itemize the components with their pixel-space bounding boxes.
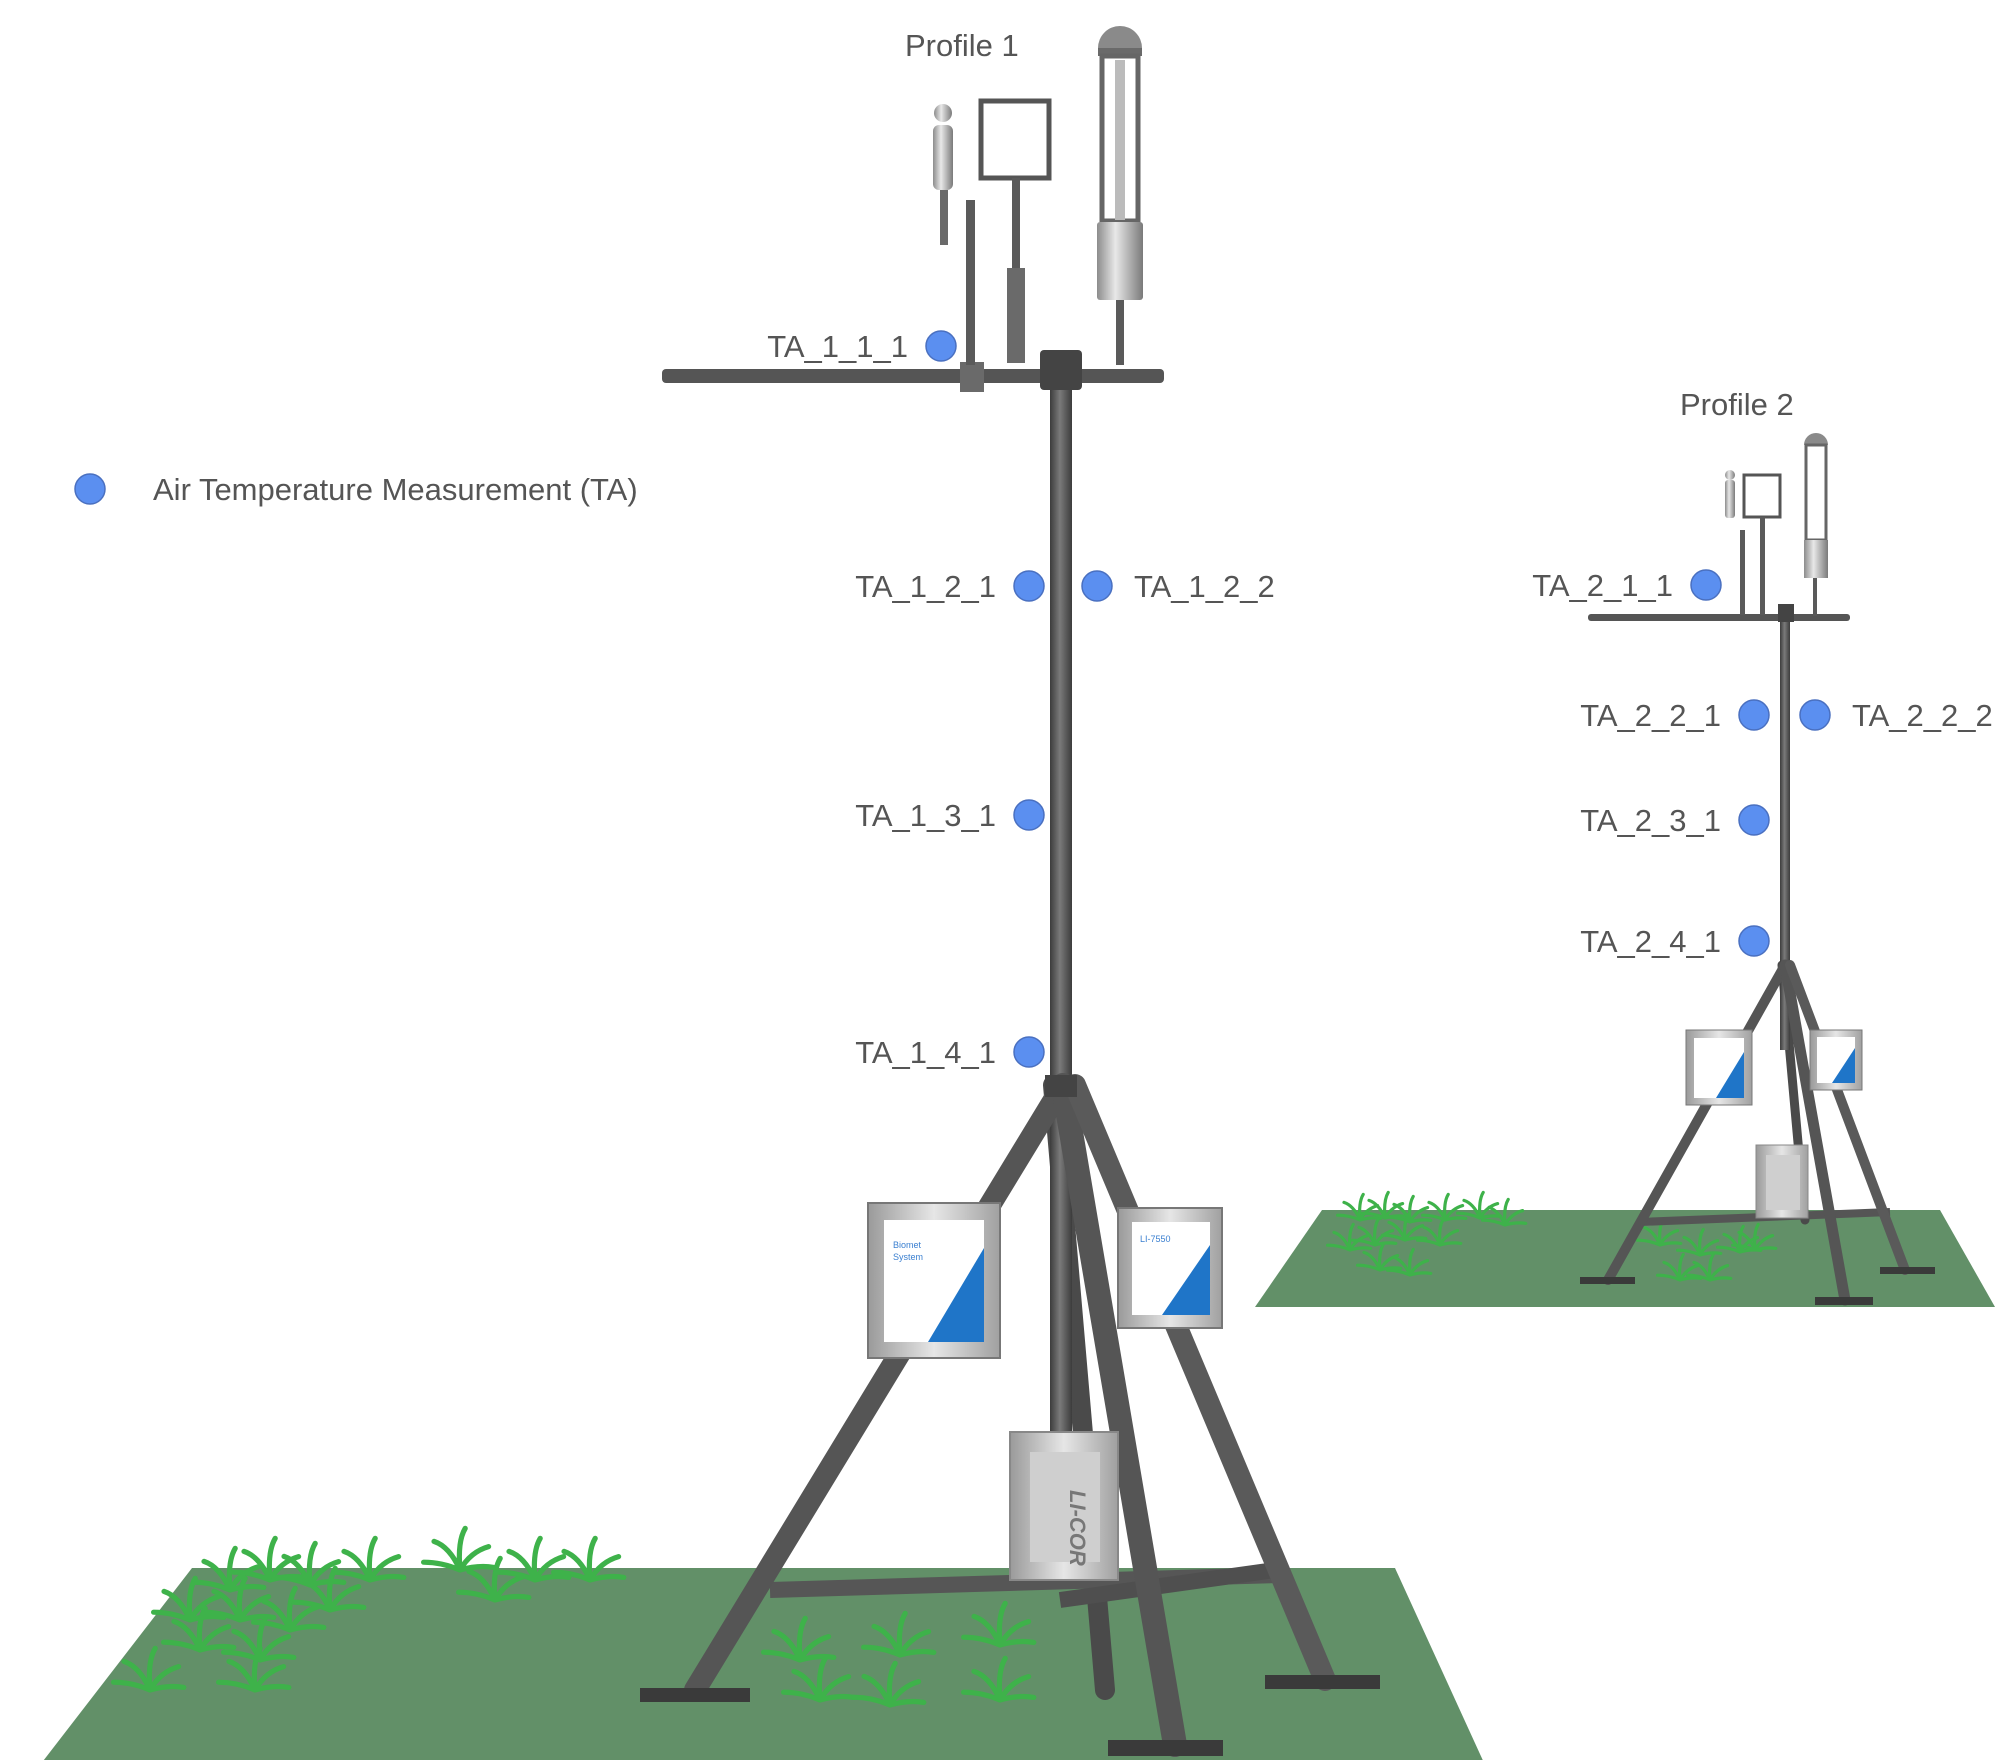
marker-ta_1_3_1 [1013, 799, 1045, 831]
marker-ta_1_1_1 [925, 330, 957, 362]
marker-ta_2_2_1 [1738, 699, 1770, 731]
grass-tuft [456, 1555, 532, 1603]
grass-tuft [961, 1600, 1037, 1648]
label-ta_2_3_1: TA_2_3_1 [1580, 803, 1721, 838]
grass-tuft [496, 1535, 572, 1583]
marker-ta_1_2_1 [1013, 570, 1045, 602]
grass-tuft [1731, 1222, 1778, 1252]
marker-ta_2_4_1 [1738, 925, 1770, 957]
label-ta_2_1_1: TA_2_1_1 [1532, 568, 1673, 603]
marker-ta_2_2_2 [1799, 699, 1831, 731]
grass-tuft [221, 1615, 297, 1663]
grass-tuft [1716, 1224, 1763, 1254]
grass-tuft [1676, 1227, 1723, 1257]
profile-2-title: Profile 2 [1680, 387, 1794, 422]
grass-tuft [1456, 1190, 1503, 1220]
grass-tuft [551, 1535, 627, 1583]
label-ta_1_1_1: TA_1_1_1 [767, 329, 908, 364]
grass-tufts-2 [1326, 1190, 1778, 1282]
marker-ta_1_4_1 [1013, 1036, 1045, 1068]
label-ta_1_2_1: TA_1_2_1 [855, 569, 996, 604]
grass-tuft [161, 1605, 237, 1653]
grass-tuft [1336, 1192, 1383, 1222]
grass-tuft [1686, 1252, 1733, 1282]
grass-tuft [861, 1610, 937, 1658]
marker-ta_2_1_1 [1690, 569, 1722, 601]
grass-tuft [201, 1575, 277, 1623]
label-ta_1_4_1: TA_1_4_1 [855, 1035, 996, 1070]
tower-1 [640, 26, 1380, 1757]
grass-tuft [781, 1655, 857, 1703]
grass-tuft [231, 1535, 307, 1583]
label-ta_1_3_1: TA_1_3_1 [855, 798, 996, 833]
grass-tuft [1636, 1217, 1683, 1247]
biomet-label-line1: Biomet [893, 1240, 922, 1250]
label-ta_1_2_2: TA_1_2_2 [1134, 569, 1275, 604]
grass-tuft [1386, 1247, 1433, 1277]
grass-tufts-1 [111, 1525, 1037, 1708]
grass-tuft [1416, 1217, 1463, 1247]
grass-tuft [291, 1565, 367, 1613]
label-ta_2_2_1: TA_2_2_1 [1580, 698, 1721, 733]
grass-tuft [111, 1645, 187, 1693]
marker-ta_2_3_1 [1738, 804, 1770, 836]
profile-1-title: Profile 1 [905, 28, 1019, 63]
biomet-label-line2: System [893, 1252, 923, 1262]
grass-tuft [331, 1535, 407, 1583]
label-ta_2_2_2: TA_2_2_2 [1852, 698, 1993, 733]
grass-tuft [151, 1575, 227, 1623]
grass-tuft [961, 1655, 1037, 1703]
marker-ta_1_2_2 [1081, 570, 1113, 602]
grass-tuft [1381, 1212, 1428, 1242]
label-ta_2_4_1: TA_2_4_1 [1580, 924, 1721, 959]
grass-tuft [1356, 1242, 1403, 1272]
measurement-markers: TA_1_1_1TA_1_2_1 TA_1_2_2TA_1_3_1TA_1_4_1… [767, 329, 1993, 1070]
grass-tuft [421, 1525, 497, 1573]
grass-tuft [1386, 1194, 1433, 1224]
grass-tuft [761, 1615, 837, 1663]
tower-2 [1580, 433, 1935, 1306]
legend-label: Air Temperature Measurement (TA) [153, 472, 638, 507]
legend: Air Temperature Measurement (TA) [74, 472, 638, 507]
licor-logo: LI-COR [1065, 1490, 1090, 1566]
ground-plane-1 [43, 1568, 1483, 1760]
grass-tuft [271, 1540, 347, 1588]
grass-tuft [251, 1585, 327, 1633]
grass-tuft [216, 1645, 292, 1693]
legend-marker-icon [74, 473, 106, 505]
analyzer-label: LI-7550 [1140, 1234, 1171, 1244]
grass-tuft [1656, 1252, 1703, 1282]
grass-tuft [1421, 1192, 1468, 1222]
grass-tuft [1361, 1190, 1408, 1220]
grass-tuft [1481, 1197, 1528, 1227]
grass-tuft [851, 1660, 927, 1708]
